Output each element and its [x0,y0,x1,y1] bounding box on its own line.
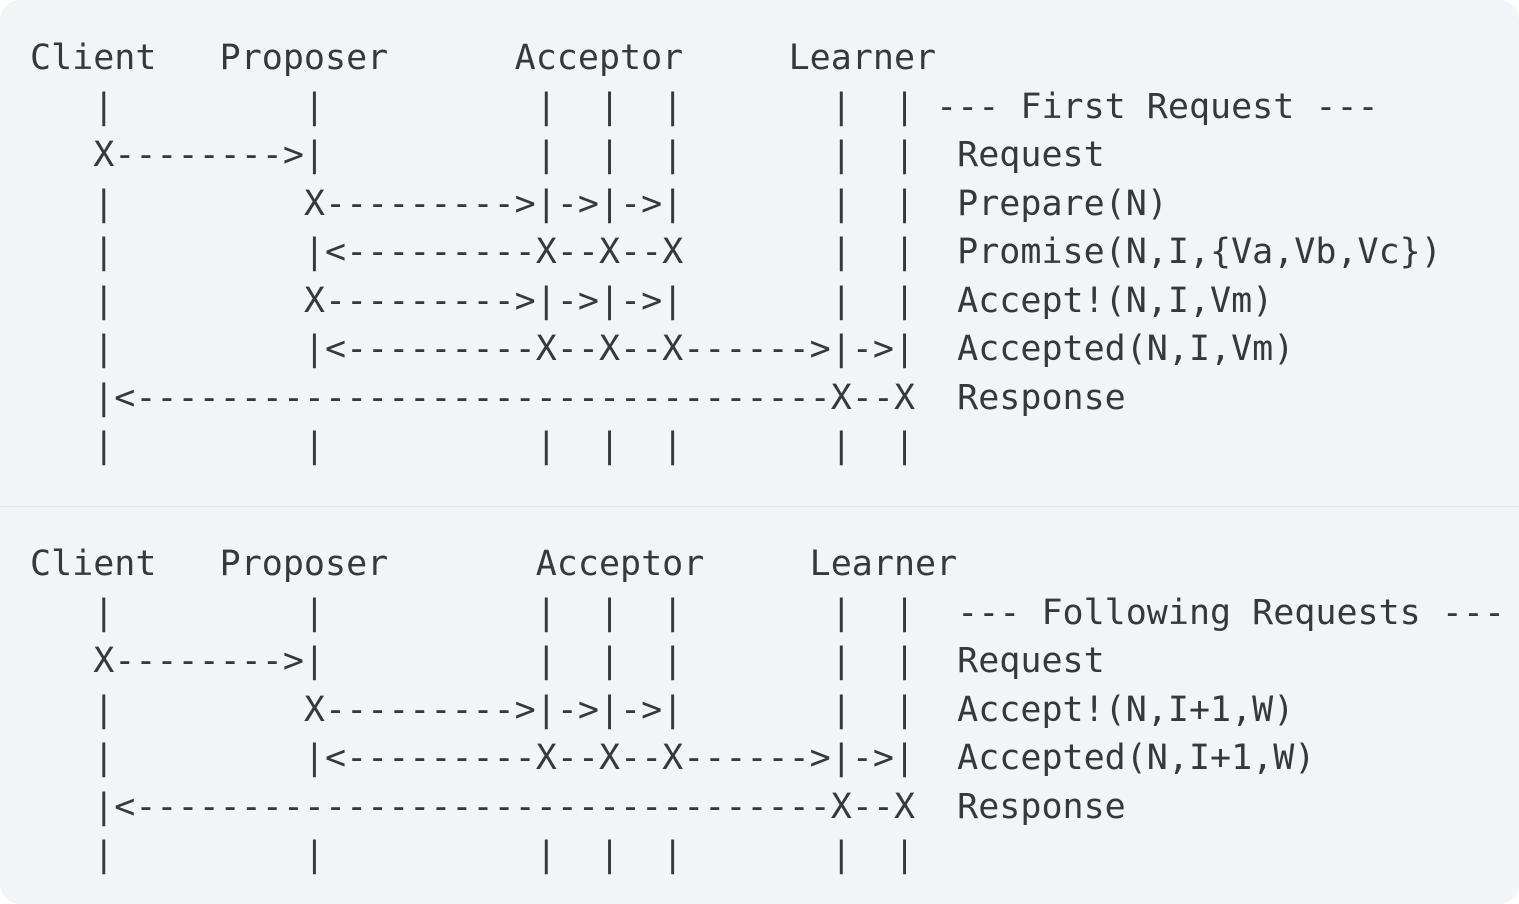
paxos-following-requests-diagram: Client Proposer Acceptor Learner | | | |… [30,544,1506,875]
paxos-first-request-diagram: Client Proposer Acceptor Learner | | | |… [30,38,1442,466]
section-divider [0,506,1519,507]
